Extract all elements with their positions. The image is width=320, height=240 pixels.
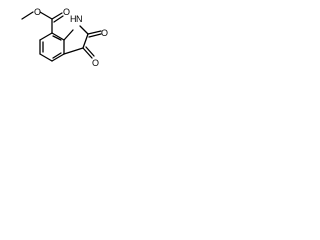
bond-n1-c2 <box>79 25 89 35</box>
bond-c2-o <box>87 30 102 35</box>
bond-c7a-n1 <box>63 29 74 41</box>
bond-c3-o-double <box>85 46 95 57</box>
bond-oxygen-methyl <box>21 11 34 20</box>
atom-labels: O O H N O O <box>34 7 108 68</box>
bond-ester-carbonyl <box>51 12 63 20</box>
chemical-structure: O O H N O O <box>21 7 108 68</box>
bond-c2-o-double <box>88 33 102 38</box>
ester-carbonyl-oxygen-label: O <box>63 7 70 17</box>
pyrrolidine-ring <box>63 25 89 55</box>
methoxy-oxygen-label: O <box>34 7 41 17</box>
double-bond-c3a-c7a <box>52 35 62 41</box>
double-bond-c5-c4 <box>52 52 62 59</box>
amide-nitrogen-label: N <box>76 14 83 24</box>
bond-c6-c5 <box>39 53 53 62</box>
bond-ester-carbonyl-double <box>53 15 64 23</box>
bond-c3-c3a <box>63 47 84 55</box>
c2-carbonyl-oxygen-label: O <box>101 28 108 38</box>
bond-c3a-c7a <box>51 32 65 41</box>
amide-hydrogen-label: H <box>70 14 77 24</box>
bond-ester-carbon-oxygen <box>39 11 53 20</box>
c3-carbonyl <box>82 46 95 59</box>
c2-carbonyl <box>87 30 102 38</box>
bond-c7a-c7 <box>39 32 53 41</box>
benzene-ring <box>39 32 65 62</box>
bond-c3-o <box>82 47 93 59</box>
methyl-ester <box>21 11 64 34</box>
bond-c5-c4 <box>51 53 65 62</box>
bond-c2-c3 <box>82 33 89 49</box>
c3-carbonyl-oxygen-label: O <box>92 58 99 68</box>
